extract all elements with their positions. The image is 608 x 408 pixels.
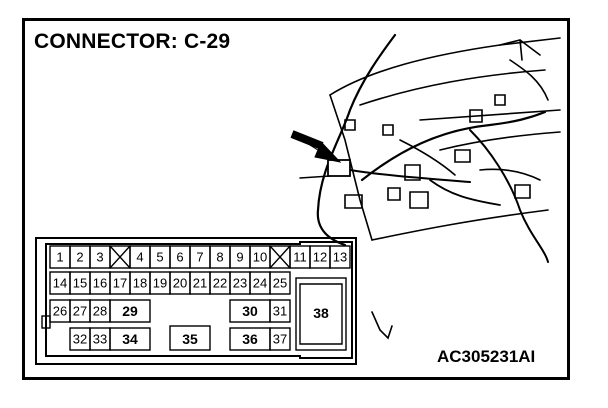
pin-35: 35 bbox=[182, 331, 198, 347]
pin-29: 29 bbox=[122, 303, 138, 319]
pin-26: 26 bbox=[53, 304, 67, 319]
pin-37: 37 bbox=[273, 332, 287, 347]
pin-30: 30 bbox=[242, 303, 258, 319]
pin-34: 34 bbox=[122, 331, 138, 347]
pin-17: 17 bbox=[113, 276, 127, 291]
pin-15: 15 bbox=[73, 276, 87, 291]
pin-19: 19 bbox=[153, 276, 167, 291]
pin-12: 12 bbox=[313, 250, 327, 265]
pin-20: 20 bbox=[173, 276, 187, 291]
pin-38: 38 bbox=[313, 305, 329, 321]
pin-33: 33 bbox=[93, 332, 107, 347]
pin-22: 22 bbox=[213, 276, 227, 291]
pin-18: 18 bbox=[133, 276, 147, 291]
pin-25: 25 bbox=[273, 276, 287, 291]
connector-title: CONNECTOR: C-29 bbox=[34, 30, 231, 53]
pin-28: 28 bbox=[93, 304, 107, 319]
pin-31: 31 bbox=[273, 304, 287, 319]
pin-4: 4 bbox=[136, 250, 143, 265]
pin-6: 6 bbox=[176, 250, 183, 265]
pin-5: 5 bbox=[156, 250, 163, 265]
pin-11: 11 bbox=[293, 250, 307, 265]
pin-7: 7 bbox=[196, 250, 203, 265]
pin-9: 9 bbox=[236, 250, 243, 265]
pin-3: 3 bbox=[96, 250, 103, 265]
pin-2: 2 bbox=[76, 250, 83, 265]
pin-21: 21 bbox=[193, 276, 207, 291]
pin-10: 10 bbox=[253, 250, 267, 265]
figure-code: AC305231AI bbox=[437, 347, 536, 366]
pin-16: 16 bbox=[93, 276, 107, 291]
pin-24: 24 bbox=[253, 276, 267, 291]
pin-1: 1 bbox=[56, 250, 63, 265]
pin-27: 27 bbox=[73, 304, 87, 319]
pin-36: 36 bbox=[242, 331, 258, 347]
pin-14: 14 bbox=[53, 276, 67, 291]
pin-13: 13 bbox=[333, 250, 347, 265]
pin-8: 8 bbox=[216, 250, 223, 265]
pin-23: 23 bbox=[233, 276, 247, 291]
pin-32: 32 bbox=[73, 332, 87, 347]
